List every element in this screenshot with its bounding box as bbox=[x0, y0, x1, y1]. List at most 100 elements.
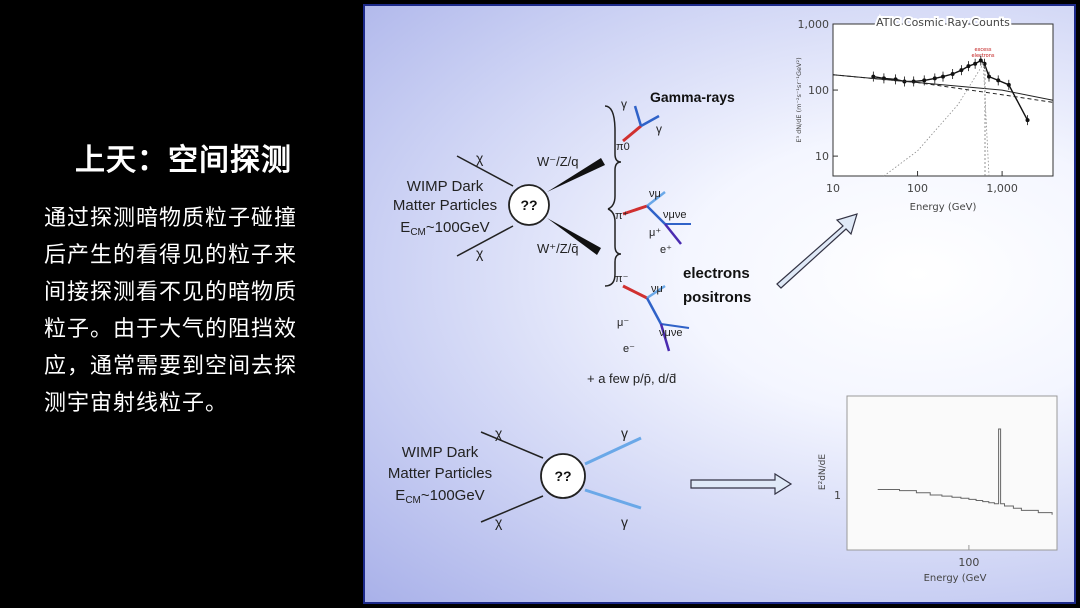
wimp-label-line: Matter Particles bbox=[388, 465, 492, 482]
x-tick-label: 100 bbox=[907, 182, 928, 195]
slide-title: 上天：空间探测 bbox=[75, 143, 292, 178]
chart-title: ATIC Cosmic Ray Counts bbox=[876, 16, 1010, 29]
vertex-label: ?? bbox=[554, 468, 571, 484]
y-tick-label: 1,000 bbox=[798, 18, 830, 31]
chi-label: χ bbox=[495, 514, 503, 530]
e-plus-arrow bbox=[664, 223, 682, 245]
chi-label: χ bbox=[476, 245, 484, 261]
annotation-line: excess bbox=[975, 47, 992, 53]
gamma-chart: 1 100 Energy (GeV E²dN/dE bbox=[818, 395, 1058, 584]
x-tick-label: 10 bbox=[826, 182, 840, 195]
e-minus-label: e⁻ bbox=[623, 343, 635, 355]
positrons-label: positrons bbox=[683, 289, 751, 306]
boson-arrow-lower bbox=[547, 218, 601, 255]
pi0-label: π0 bbox=[616, 141, 630, 153]
chart-frame bbox=[846, 395, 1058, 551]
boson-label-upper: W⁻/Z/q bbox=[537, 154, 579, 169]
x-tick-labels: 10 100 1,000 bbox=[826, 171, 1018, 195]
paragraph-line: 间接探测看不见的暗物质 bbox=[44, 280, 298, 305]
nu-mu-arrow bbox=[646, 191, 666, 207]
pi-minus-arrow bbox=[622, 284, 648, 300]
upper-brace bbox=[604, 105, 622, 210]
ecm-sub: CM bbox=[410, 227, 426, 238]
gamma-arrow bbox=[584, 488, 642, 510]
boson-arrow-upper bbox=[547, 158, 605, 192]
y-tick-label: 10 bbox=[815, 150, 829, 163]
chart-pointer-arrow bbox=[690, 472, 793, 496]
pi-plus-arrow bbox=[622, 204, 648, 216]
pi-plus-label: π⁺ bbox=[615, 210, 629, 222]
nu-mu-nu-e-label: νμνe bbox=[663, 209, 686, 221]
incoming-chi-line bbox=[456, 155, 514, 187]
electrons-label: electrons bbox=[683, 265, 750, 282]
gamma-label: γ bbox=[621, 97, 627, 111]
ecm-sub: CM bbox=[405, 495, 421, 506]
gamma-label: γ bbox=[621, 514, 628, 530]
vertex-label: ?? bbox=[520, 197, 537, 213]
gamma-label: γ bbox=[621, 425, 628, 441]
gamma-label: γ bbox=[656, 122, 662, 136]
y-tick-label: 1 bbox=[834, 489, 841, 502]
atic-chart: ATIC Cosmic Ray Counts excess electrons … bbox=[795, 14, 1054, 213]
chi-label: χ bbox=[476, 150, 484, 166]
annotation-line: electrons bbox=[971, 53, 994, 59]
nu-arrow bbox=[660, 323, 690, 329]
few-particles-label: + a few p/p̄, d/d̄ bbox=[587, 371, 676, 386]
series-line bbox=[877, 428, 1053, 515]
slide-paragraph: 通过探测暗物质粒子碰撞 后产生的看得见的粒子来 间接探测看不见的暗物质 粒子。由… bbox=[44, 200, 334, 422]
vertex-circle bbox=[540, 453, 586, 499]
x-axis-label: Energy (GeV bbox=[924, 573, 987, 584]
mu-minus-label: μ⁻ bbox=[617, 317, 629, 329]
x-tick-label: 1,000 bbox=[986, 182, 1018, 195]
nu-mu-arrow bbox=[646, 284, 666, 300]
x-tick-labels: 100 bbox=[958, 545, 979, 569]
mu-plus-label: μ⁺ bbox=[649, 227, 661, 239]
x-tick-label: 100 bbox=[958, 556, 979, 569]
incoming-chi-line bbox=[480, 431, 544, 459]
chi-label: χ bbox=[495, 425, 503, 441]
gamma-rays-label: Gamma-rays bbox=[650, 89, 735, 105]
wimp-label-line: WIMP Dark bbox=[407, 178, 484, 195]
incoming-chi-line bbox=[480, 495, 544, 523]
figure-panel: WIMP Dark Matter Particles ECM~100GeV χ … bbox=[363, 4, 1076, 604]
chart-frame bbox=[832, 23, 1054, 177]
nu-mu-label: νμ bbox=[651, 283, 663, 295]
y-axis-label: E²dN/dE bbox=[818, 454, 828, 490]
wimp-label-line: WIMP Dark bbox=[402, 444, 479, 461]
nu-mu-nu-e-label: νμνe bbox=[659, 327, 682, 339]
boson-label-lower: W⁺/Z/q̄ bbox=[537, 241, 579, 256]
lower-brace bbox=[604, 208, 622, 287]
mu-plus-arrow bbox=[646, 205, 666, 225]
paragraph-line: 通过探测暗物质粒子碰撞 bbox=[44, 206, 298, 231]
nu-mu-label: νμ bbox=[649, 188, 661, 200]
figure-svg: WIMP Dark Matter Particles ECM~100GeV χ … bbox=[388, 14, 1058, 584]
paragraph-line: 粒子。由于大气的阻挡效 bbox=[44, 317, 298, 342]
gamma-arrow bbox=[584, 436, 642, 466]
paragraph-line: 测宇宙射线粒子。 bbox=[44, 391, 229, 416]
paragraph-line: 应，通常需要到空间去探 bbox=[44, 354, 298, 379]
ecm-rest: ~100GeV bbox=[426, 219, 490, 236]
x-axis-label: Energy (GeV) bbox=[910, 202, 977, 213]
ecm-rest: ~100GeV bbox=[421, 487, 485, 504]
y-axis-label: E³ dN/dE (m⁻²s⁻¹sr⁻¹GeV²) bbox=[795, 57, 803, 142]
pi-minus-label: π⁻ bbox=[615, 273, 629, 285]
gamma-arrow bbox=[640, 114, 660, 128]
wimp-label-line: Matter Particles bbox=[393, 197, 497, 214]
paragraph-line: 后产生的看得见的粒子来 bbox=[44, 243, 298, 268]
y-tick-labels: 1 bbox=[834, 489, 841, 502]
ecm-main: E bbox=[400, 219, 410, 236]
gamma-arrow bbox=[633, 105, 643, 127]
ecm-main: E bbox=[395, 487, 405, 504]
vertex-circle bbox=[508, 184, 550, 226]
top-diagram: WIMP Dark Matter Particles ECM~100GeV χ … bbox=[393, 89, 858, 386]
bottom-diagram: WIMP Dark Matter Particles ECM~100GeV χ … bbox=[388, 425, 793, 530]
chart-pointer-arrow bbox=[776, 213, 858, 289]
series-line bbox=[832, 74, 1054, 101]
chart-series bbox=[877, 428, 1053, 515]
incoming-chi-line bbox=[456, 225, 514, 257]
e-minus-arrow bbox=[659, 323, 671, 352]
ecm-label: ECM~100GeV bbox=[400, 219, 489, 238]
chart-series bbox=[832, 55, 1054, 177]
ecm-label: ECM~100GeV bbox=[395, 487, 484, 506]
